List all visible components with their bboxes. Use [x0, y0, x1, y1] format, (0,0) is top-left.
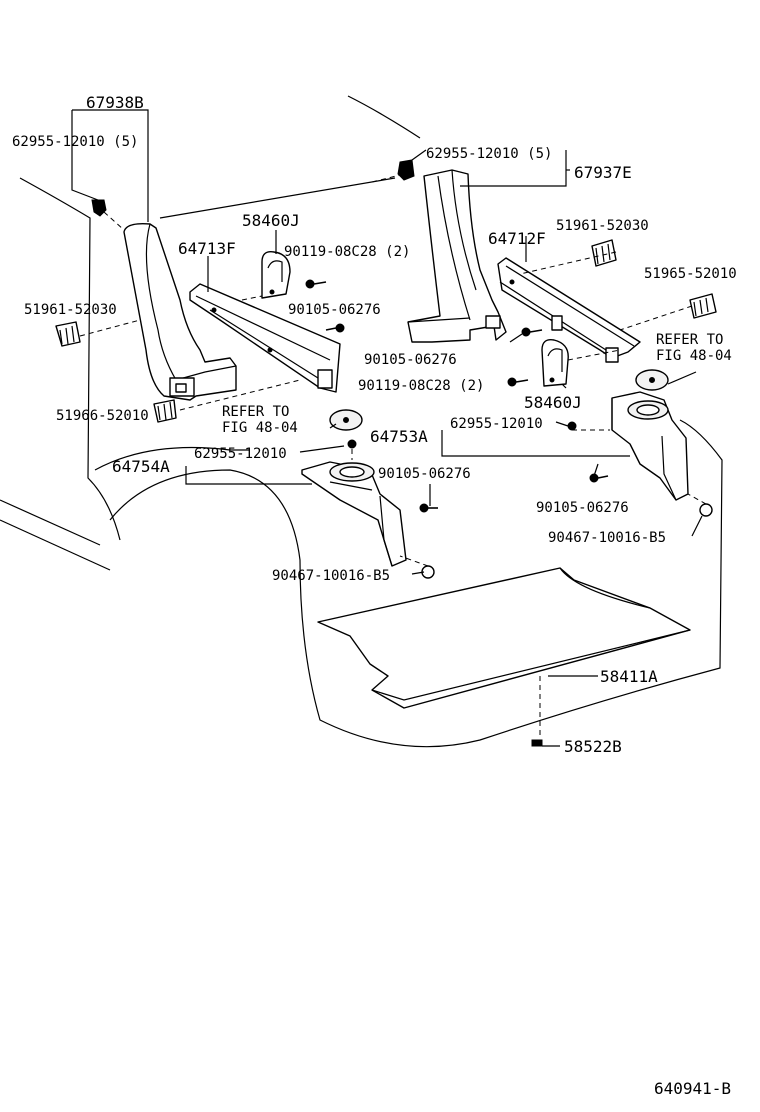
- label-refer-right-1: REFER TO: [656, 332, 723, 348]
- bracket-left: [301, 461, 407, 567]
- label-64754A: 64754A: [112, 457, 170, 476]
- label-refer-left-1: REFER TO: [222, 404, 289, 420]
- label-90105-a: 90105-06276: [288, 302, 381, 318]
- deck-side-trim-right: [497, 257, 641, 363]
- label-refer-right-2: FIG 48-04: [656, 348, 732, 364]
- label-62955-left: 62955-12010 (5): [12, 134, 138, 150]
- quarter-trim-panel-left: [123, 222, 237, 401]
- deck-side-trim-left: [189, 283, 341, 393]
- label-64712F: 64712F: [488, 229, 546, 248]
- clip-51961-left: [55, 321, 81, 347]
- label-64713F: 64713F: [178, 239, 236, 258]
- clip-62955-right: [397, 159, 415, 181]
- label-90119-right: 90119-08C28 (2): [358, 378, 484, 394]
- label-51966: 51966-52010: [56, 408, 149, 424]
- label-90105-c: 90105-06276: [378, 466, 471, 482]
- label-67938B: 67938B: [86, 93, 144, 112]
- label-62955-right: 62955-12010 (5): [426, 146, 552, 162]
- label-62955-mid-left: 62955-12010: [194, 446, 287, 462]
- label-58411A: 58411A: [600, 667, 658, 686]
- leader-lines: [71, 109, 707, 747]
- label-51961-left: 51961-52030: [24, 302, 117, 318]
- label-51965: 51965-52010: [644, 266, 737, 282]
- screws: [305, 279, 713, 747]
- label-90105-d: 90105-06276: [536, 500, 629, 516]
- hook-left: [261, 251, 291, 299]
- label-64753A: 64753A: [370, 427, 428, 446]
- hook-right: [541, 339, 569, 387]
- label-90119-left: 90119-08C28 (2): [284, 244, 410, 260]
- deck-floor-mat: [317, 567, 691, 709]
- clip-51966: [153, 399, 177, 423]
- label-58460J-top: 58460J: [242, 211, 300, 230]
- label-51961-right: 51961-52030: [556, 218, 649, 234]
- label-58460J-mid: 58460J: [524, 393, 582, 412]
- quarter-trim-panel-right: [407, 169, 507, 343]
- label-90105-b: 90105-06276: [364, 352, 457, 368]
- body-outline: [0, 95, 723, 748]
- figure-id: 640941-B: [654, 1079, 731, 1098]
- part-labels: 67938B 62955-12010 (5) 62955-12010 (5) 6…: [12, 93, 737, 1098]
- label-58522B: 58522B: [564, 737, 622, 756]
- label-90467-left: 90467-10016-B5: [272, 568, 390, 584]
- clip-51965: [689, 293, 717, 319]
- clip-51961-right: [591, 239, 617, 267]
- label-90467-right: 90467-10016-B5: [548, 530, 666, 546]
- label-refer-left-2: FIG 48-04: [222, 420, 298, 436]
- clip-62955-left: [91, 199, 107, 217]
- bracket-right: [611, 391, 689, 501]
- label-67937E: 67937E: [574, 163, 632, 182]
- label-62955-mid-right: 62955-12010: [450, 416, 543, 432]
